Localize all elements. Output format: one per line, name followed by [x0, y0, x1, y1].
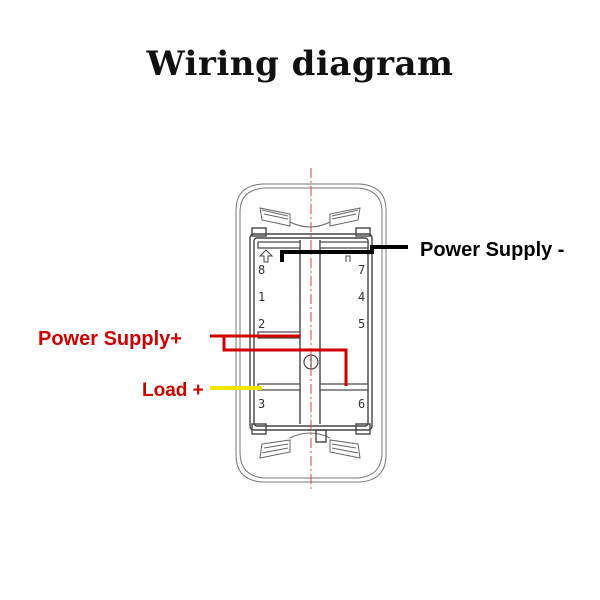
pin-5: 5	[358, 317, 365, 331]
pin-6: 6	[358, 397, 365, 411]
pin-1: 1	[258, 290, 265, 304]
bottom-clip	[259, 432, 361, 459]
terminals	[257, 241, 369, 391]
switch-housing	[235, 183, 387, 483]
pin-2: 2	[258, 317, 265, 331]
terminal-bottom-left	[257, 383, 301, 391]
page-title: Wiring diagram	[146, 44, 454, 84]
pin-numbers: 8 7 1 4 2 5 3 6	[258, 263, 365, 411]
wire-power-supply-plus	[210, 334, 348, 386]
wire-power-supply-minus	[280, 245, 408, 262]
pin-3: 3	[258, 397, 265, 411]
pin-7: 7	[358, 263, 365, 277]
terminal-top-right	[319, 241, 369, 249]
label-load-plus: Load +	[142, 380, 204, 401]
label-power-supply-minus: Power Supply -	[420, 239, 564, 261]
top-clip	[259, 207, 361, 228]
pin-4: 4	[358, 290, 365, 304]
terminal-bottom-right	[319, 383, 369, 391]
indicator-arrows	[258, 249, 351, 263]
label-power-supply-plus: Power Supply+	[38, 328, 182, 350]
terminal-top-left	[257, 241, 301, 249]
pin-8: 8	[258, 263, 265, 277]
